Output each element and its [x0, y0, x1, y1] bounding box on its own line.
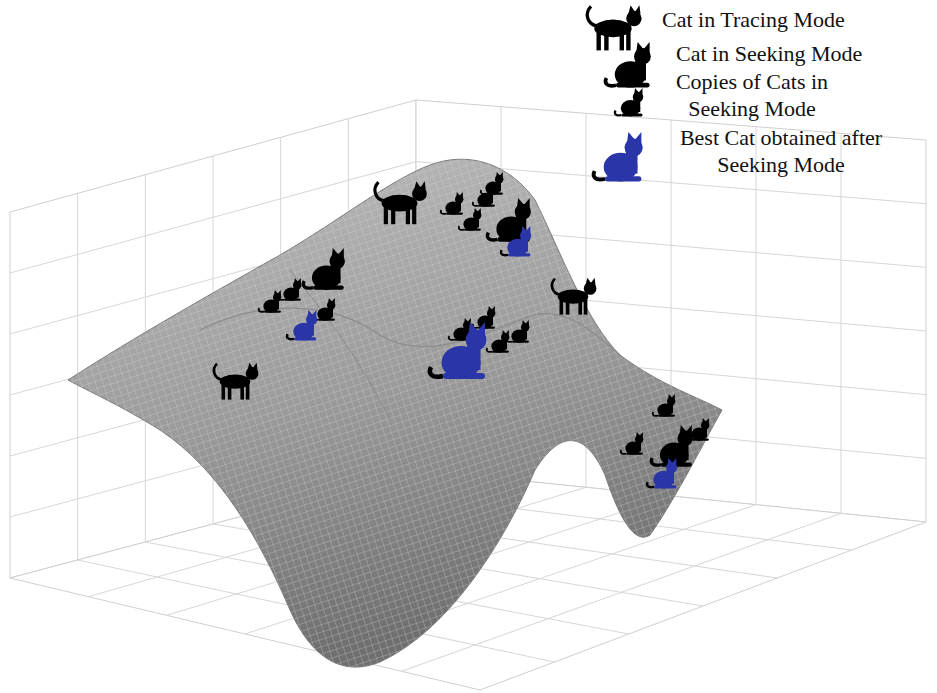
legend-text: Cat in Seeking Mode	[676, 41, 862, 66]
legend-entry: Cat in Tracing Mode	[662, 6, 922, 33]
legend-entry: Copies of Cats in Seeking Mode	[652, 68, 852, 122]
legend-text: Cat in Tracing Mode	[662, 7, 845, 32]
legend-entry: Cat in Seeking Mode	[676, 40, 926, 67]
legend-entry: Best Cat obtained after Seeking Mode	[676, 124, 886, 178]
legend-text: Best Cat obtained after Seeking Mode	[680, 125, 882, 177]
legend-text: Copies of Cats in Seeking Mode	[676, 69, 828, 121]
